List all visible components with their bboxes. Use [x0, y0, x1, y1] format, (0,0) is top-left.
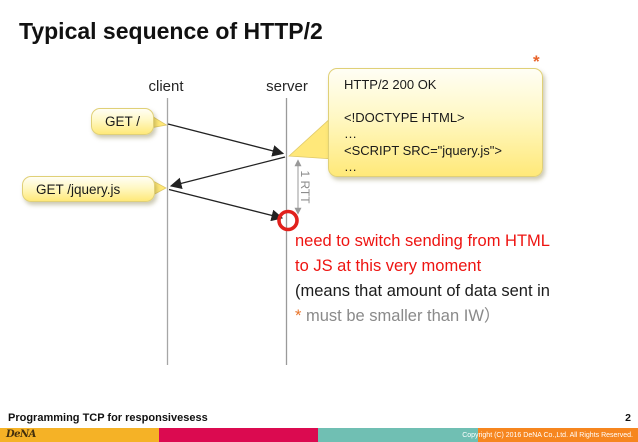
arrow-html-response	[169, 156, 286, 190]
arrow-get-jquery-request	[168, 188, 284, 222]
server-label: server	[266, 78, 308, 95]
note-line-2: to JS at this very moment	[295, 257, 482, 275]
note-block: need to switch sending from HTML to JS a…	[295, 229, 630, 329]
footer-segment-orange: Copyright (C) 2016 DeNA Co.,Ltd. All Rig…	[462, 428, 638, 442]
response-doctype-line: <!DOCTYPE HTML>	[344, 109, 465, 125]
deck-title: Programming TCP for responsivesess	[8, 412, 208, 424]
response-script-line: <SCRIPT SRC="jquery.js">	[344, 142, 502, 158]
dena-logo: DeNA	[6, 429, 36, 440]
callout-get-jquery: GET /jquery.js	[22, 176, 155, 202]
footnote-star-marker: *	[533, 52, 540, 71]
note-line-4: * must be smaller than IW）	[295, 304, 630, 329]
note-line-3: (means that amount of data sent in	[295, 282, 550, 300]
response-ellipsis-2: …	[344, 159, 357, 174]
page-title: Typical sequence of HTTP/2	[19, 18, 323, 44]
client-label: client	[148, 78, 184, 95]
response-status-line: HTTP/2 200 OK	[344, 77, 437, 92]
rtt-label: 1 RTT	[298, 170, 312, 204]
page-number: 2	[625, 412, 631, 424]
callout-get-root-text: GET /	[104, 114, 140, 129]
note-line-1: need to switch sending from HTML	[295, 232, 550, 250]
callout-tail-response	[288, 115, 334, 160]
highlight-circle	[277, 209, 299, 232]
copyright-text: Copyright (C) 2016 DeNA Co.,Ltd. All Rig…	[462, 431, 633, 439]
footer-segment-teal	[318, 428, 478, 442]
callout-response: HTTP/2 200 OK <!DOCTYPE HTML> … <SCRIPT …	[328, 68, 543, 177]
arrow-get-root-request	[167, 123, 285, 157]
callout-get-jquery-text: GET /jquery.js	[36, 181, 121, 197]
footer-color-bar: DeNA Copyright (C) 2016 DeNA Co.,Ltd. Al…	[0, 428, 638, 442]
note-star: *	[295, 307, 302, 325]
footer-segment-gold: DeNA	[0, 428, 159, 442]
callout-get-root: GET /	[91, 108, 154, 135]
note-line-4-text: must be smaller than IW）	[301, 307, 501, 325]
response-ellipsis-1: …	[344, 126, 357, 141]
footer-segment-crimson	[159, 428, 318, 442]
